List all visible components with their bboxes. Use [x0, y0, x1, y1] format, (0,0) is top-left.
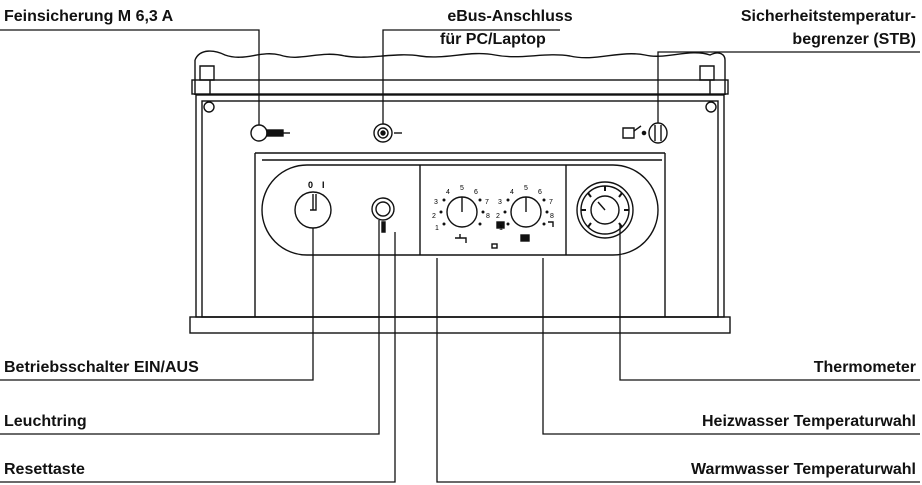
label-thermometer: Thermometer: [813, 359, 916, 376]
label-ebus-line2: für PC/Laptop: [440, 31, 546, 48]
housing-cover: [194, 50, 726, 61]
hinge-rail: [191, 79, 729, 95]
label-betriebsschalter: Betriebsschalter EIN/AUS: [4, 359, 199, 376]
warmwater-scale-7: 7: [485, 199, 489, 206]
heating-scale-3: 3: [498, 199, 502, 206]
warmwater-scale-5: 5: [460, 185, 464, 192]
heating-scale-7: 7: [549, 199, 553, 206]
warmwater-scale-1: 1: [435, 225, 439, 232]
fuse-holder: [250, 124, 290, 142]
switch-mark-on: I: [322, 180, 325, 190]
heating-scale-2: 2: [496, 213, 500, 220]
reset-key-icon: [381, 221, 386, 233]
light-ring: [371, 197, 395, 221]
switch-mark-off: 0: [308, 180, 314, 190]
heating-scale-6: 6: [538, 189, 542, 196]
warmwater-scale-6: 6: [474, 189, 478, 196]
thermometer-gauge: [576, 181, 634, 239]
lower-frame: [189, 316, 731, 334]
stb-button: [622, 122, 668, 144]
heating-scale-1: 1: [499, 225, 503, 232]
label-stb-line2: begrenzer (STB): [792, 31, 916, 48]
label-feinsicherung: Feinsicherung M 6,3 A: [4, 8, 174, 25]
label-warmwasser: Warmwasser Temperaturwahl: [691, 461, 916, 478]
label-leuchtring: Leuchtring: [4, 413, 87, 430]
heating-scale-4: 4: [510, 189, 514, 196]
label-heizwasser: Heizwasser Temperaturwahl: [701, 413, 916, 430]
heating-dial: [510, 196, 542, 228]
warmwater-scale-3: 3: [434, 199, 438, 206]
heating-scale-8: 8: [550, 213, 554, 220]
warmwater-scale-4: 4: [446, 189, 450, 196]
main-switch: [294, 191, 332, 229]
label-resettaste: Resettaste: [4, 461, 85, 478]
upper-panel: [195, 94, 725, 318]
warmwater-scale-2: 2: [432, 213, 436, 220]
tap-small-icon: [548, 221, 554, 227]
warmwater-dial: [446, 196, 478, 228]
control-strip: [261, 164, 659, 256]
warmwater-scale-8: 8: [486, 213, 490, 220]
tap-icon: [455, 234, 467, 243]
ebus-socket: [373, 123, 402, 143]
heating-scale-5: 5: [524, 185, 528, 192]
label-stb-line1: Sicherheitstemperatur-: [740, 8, 916, 25]
radiator-icon: [496, 221, 530, 242]
label-ebus-line1: eBus-Anschluss: [447, 8, 573, 25]
